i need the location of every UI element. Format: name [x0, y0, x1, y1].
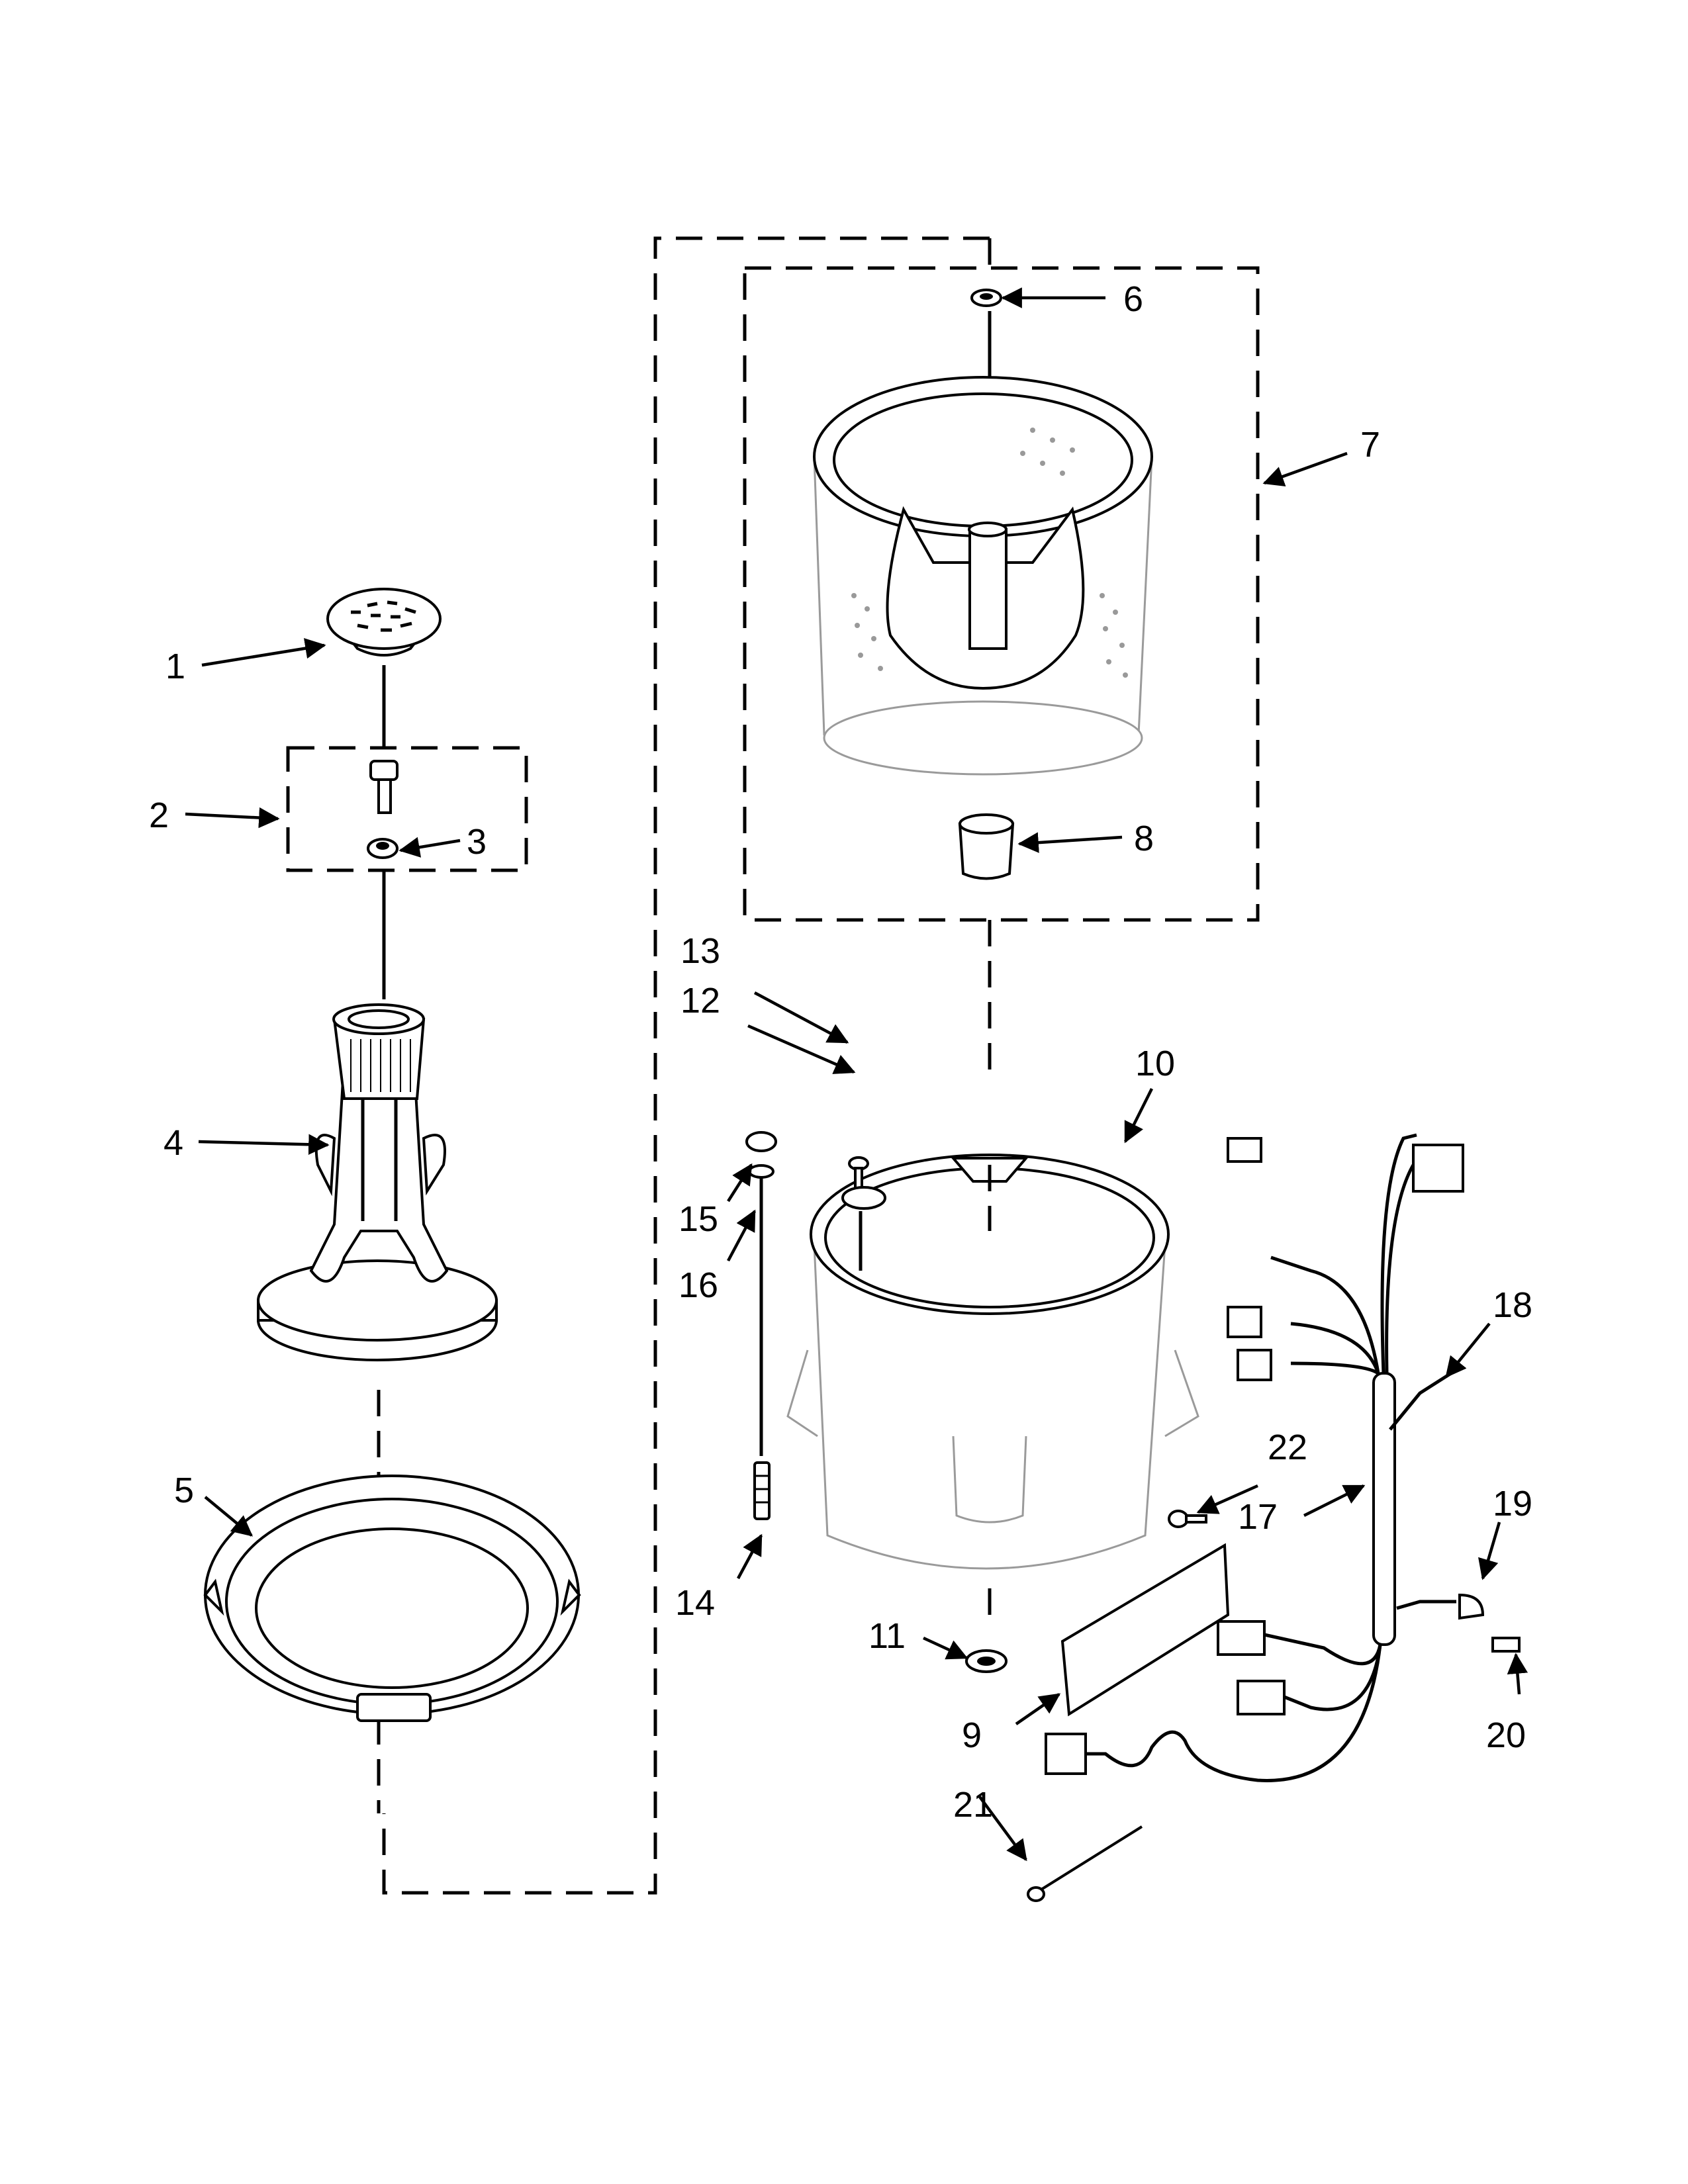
- callout-20: 20: [1486, 1715, 1526, 1755]
- wire-harness-part: [1045, 1133, 1521, 1782]
- callout-8: 8: [1134, 819, 1154, 858]
- temperature-probe-part: [1027, 1825, 1143, 1902]
- callout-12: 12: [680, 981, 720, 1021]
- agitator-part: [257, 1003, 498, 1361]
- basket-hub-part: [958, 813, 1015, 880]
- callout-7: 7: [1360, 425, 1380, 465]
- callout-9: 9: [962, 1715, 982, 1755]
- callout-15: 15: [679, 1199, 718, 1239]
- suspension-rod-part: [745, 1131, 777, 1520]
- washer-plate-part: [841, 1186, 886, 1210]
- board-screw-part: [1168, 1510, 1207, 1528]
- callout-4: 4: [164, 1123, 183, 1163]
- callout-16: 16: [679, 1265, 718, 1305]
- callout-numbers: 1 2 3 4 5 6 7 8 9 10 11 12 13 14 15 16 1…: [149, 279, 1532, 1825]
- callout-19: 19: [1493, 1484, 1532, 1524]
- basket-group-box: [743, 266, 1260, 922]
- callout-13: 13: [680, 931, 720, 971]
- screw-part: [848, 1156, 869, 1189]
- callout-14: 14: [675, 1583, 715, 1623]
- assembly-connector-line: [382, 236, 992, 1895]
- callout-18: 18: [1493, 1285, 1532, 1325]
- washer-part: [367, 838, 399, 859]
- basket-nut-part: [970, 289, 1002, 307]
- agitator-cap-part: [326, 588, 442, 657]
- callout-17: 17: [1238, 1497, 1278, 1537]
- tub-seal-part: [965, 1649, 1008, 1673]
- spin-basket-part: [813, 376, 1153, 776]
- callout-1: 1: [165, 647, 185, 686]
- callout-6: 6: [1123, 279, 1143, 319]
- agitator-bolt-part: [369, 760, 399, 814]
- callout-5: 5: [174, 1471, 194, 1510]
- callout-2: 2: [149, 796, 169, 835]
- callout-3: 3: [467, 822, 487, 862]
- callout-21: 21: [953, 1785, 993, 1825]
- tub-ring-part: [203, 1475, 581, 1722]
- agitator-bolt-group-box: [286, 746, 528, 872]
- callout-11: 11: [868, 1616, 906, 1656]
- control-board-part: [1060, 1543, 1230, 1717]
- callout-22: 22: [1268, 1428, 1307, 1467]
- callout-10: 10: [1135, 1044, 1175, 1083]
- outer-tub-part: [786, 1154, 1199, 1570]
- leader-lines: [185, 287, 1528, 1862]
